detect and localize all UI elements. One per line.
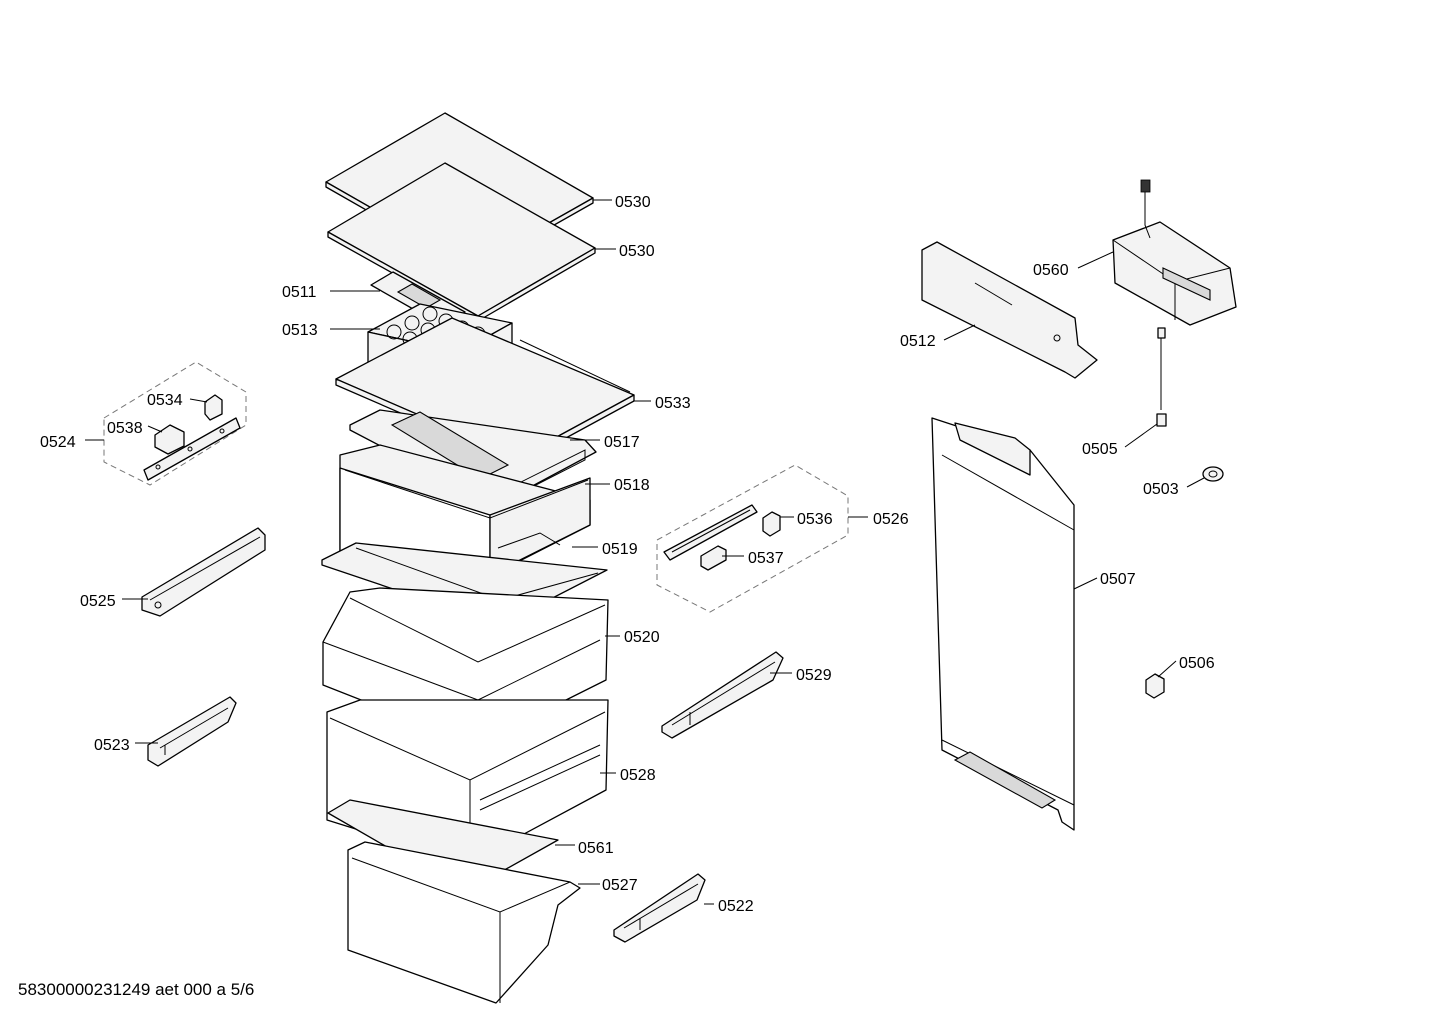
- clip-0503: [1202, 466, 1224, 482]
- callout-0505: 0505: [1082, 441, 1118, 458]
- callout-0511: 0511: [282, 284, 317, 301]
- plug-0506: [1145, 673, 1165, 699]
- callout-0561: 0561: [578, 840, 614, 857]
- callout-0530-top: 0530: [615, 194, 651, 211]
- group-0524: [103, 361, 247, 486]
- callout-0534: 0534: [147, 392, 183, 409]
- callout-0529: 0529: [796, 667, 832, 684]
- callout-0528: 0528: [620, 767, 656, 784]
- leader-lines: [85, 199, 1205, 905]
- callout-0513: 0513: [282, 322, 318, 339]
- callout-0503: 0503: [1143, 481, 1179, 498]
- callout-0506: 0506: [1179, 655, 1215, 672]
- callout-0530-second: 0530: [619, 243, 655, 260]
- callout-0507: 0507: [1100, 571, 1136, 588]
- callout-0518: 0518: [614, 477, 650, 494]
- drawer-bottom: [347, 841, 581, 1004]
- rail-0523: [147, 696, 237, 767]
- callout-labels: 0530 0530 0511 0513 0533 0517 0518 0519 …: [40, 194, 1215, 915]
- rail-0525: [141, 527, 266, 617]
- sensor-0505: [1156, 327, 1167, 427]
- callout-0560: 0560: [1033, 262, 1069, 279]
- callout-0537: 0537: [748, 550, 784, 567]
- rail-0529: [661, 651, 784, 739]
- callout-0520: 0520: [624, 629, 660, 646]
- group-0526: [656, 464, 849, 613]
- callout-0512: 0512: [900, 333, 936, 350]
- bracket-0512: [921, 241, 1098, 379]
- callout-0524: 0524: [40, 434, 76, 451]
- callout-0526: 0526: [873, 511, 909, 528]
- callout-0538: 0538: [107, 420, 143, 437]
- housing-0560: [1112, 179, 1237, 326]
- callout-0522: 0522: [718, 898, 754, 915]
- document-id: 58300000231249 aet 000 a 5/6: [18, 980, 255, 999]
- callout-0525: 0525: [80, 593, 116, 610]
- callout-0517: 0517: [604, 434, 640, 451]
- rail-0522: [613, 873, 706, 943]
- callout-0527: 0527: [602, 877, 638, 894]
- callout-0519: 0519: [602, 541, 638, 558]
- callout-0533: 0533: [655, 395, 691, 412]
- rear-panel-0507: [931, 417, 1075, 831]
- callout-0536: 0536: [797, 511, 833, 528]
- callout-0523: 0523: [94, 737, 130, 754]
